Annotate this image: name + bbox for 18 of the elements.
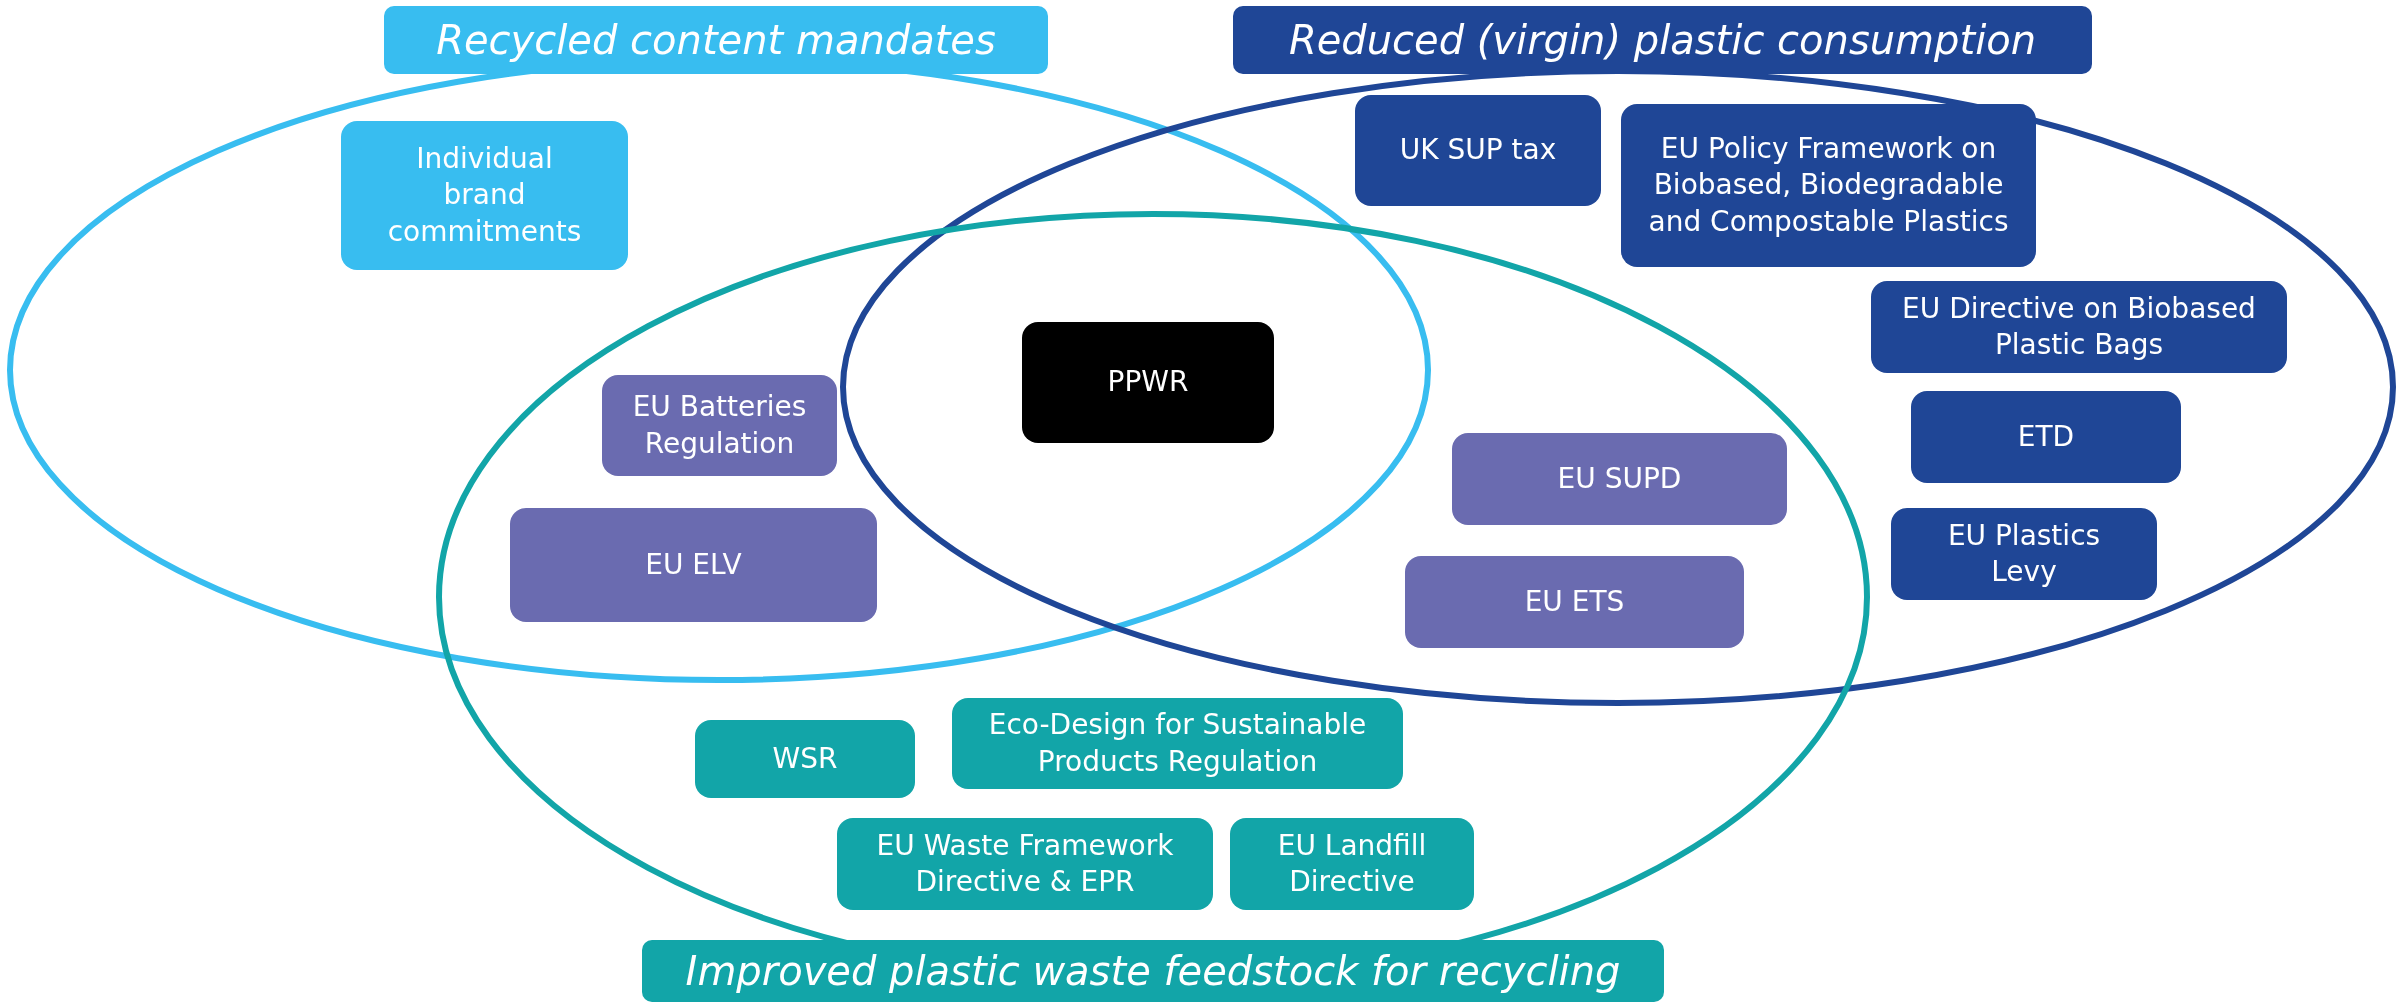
policy-box: EU Waste Framework Directive & EPR [837, 818, 1213, 910]
policy-box: Eco-Design for Sustainable Products Regulation [952, 698, 1403, 789]
policy-box: EU ELV [510, 508, 877, 622]
policy-box: Individual brand commitments [341, 121, 628, 270]
policy-box: EU Directive on Biobased Plastic Bags [1871, 281, 2287, 373]
policy-box: WSR [695, 720, 915, 798]
set-heading: Improved plastic waste feedstock for recycling [642, 940, 1664, 1002]
policy-box: EU Landfill Directive [1230, 818, 1474, 910]
policy-box: PPWR [1022, 322, 1274, 443]
policy-box: UK SUP tax [1355, 95, 1601, 206]
policy-box: EU Plastics Levy [1891, 508, 2157, 600]
policy-box: ETD [1911, 391, 2181, 483]
set-heading: Reduced (virgin) plastic consumption [1233, 6, 2092, 74]
set-heading: Recycled content mandates [384, 6, 1048, 74]
policy-box: EU SUPD [1452, 433, 1787, 525]
policy-box: EU ETS [1405, 556, 1744, 648]
policy-box: EU Batteries Regulation [602, 375, 837, 476]
policy-box: EU Policy Framework on Biobased, Biodegradable and Compostable Plastics [1621, 104, 2036, 267]
